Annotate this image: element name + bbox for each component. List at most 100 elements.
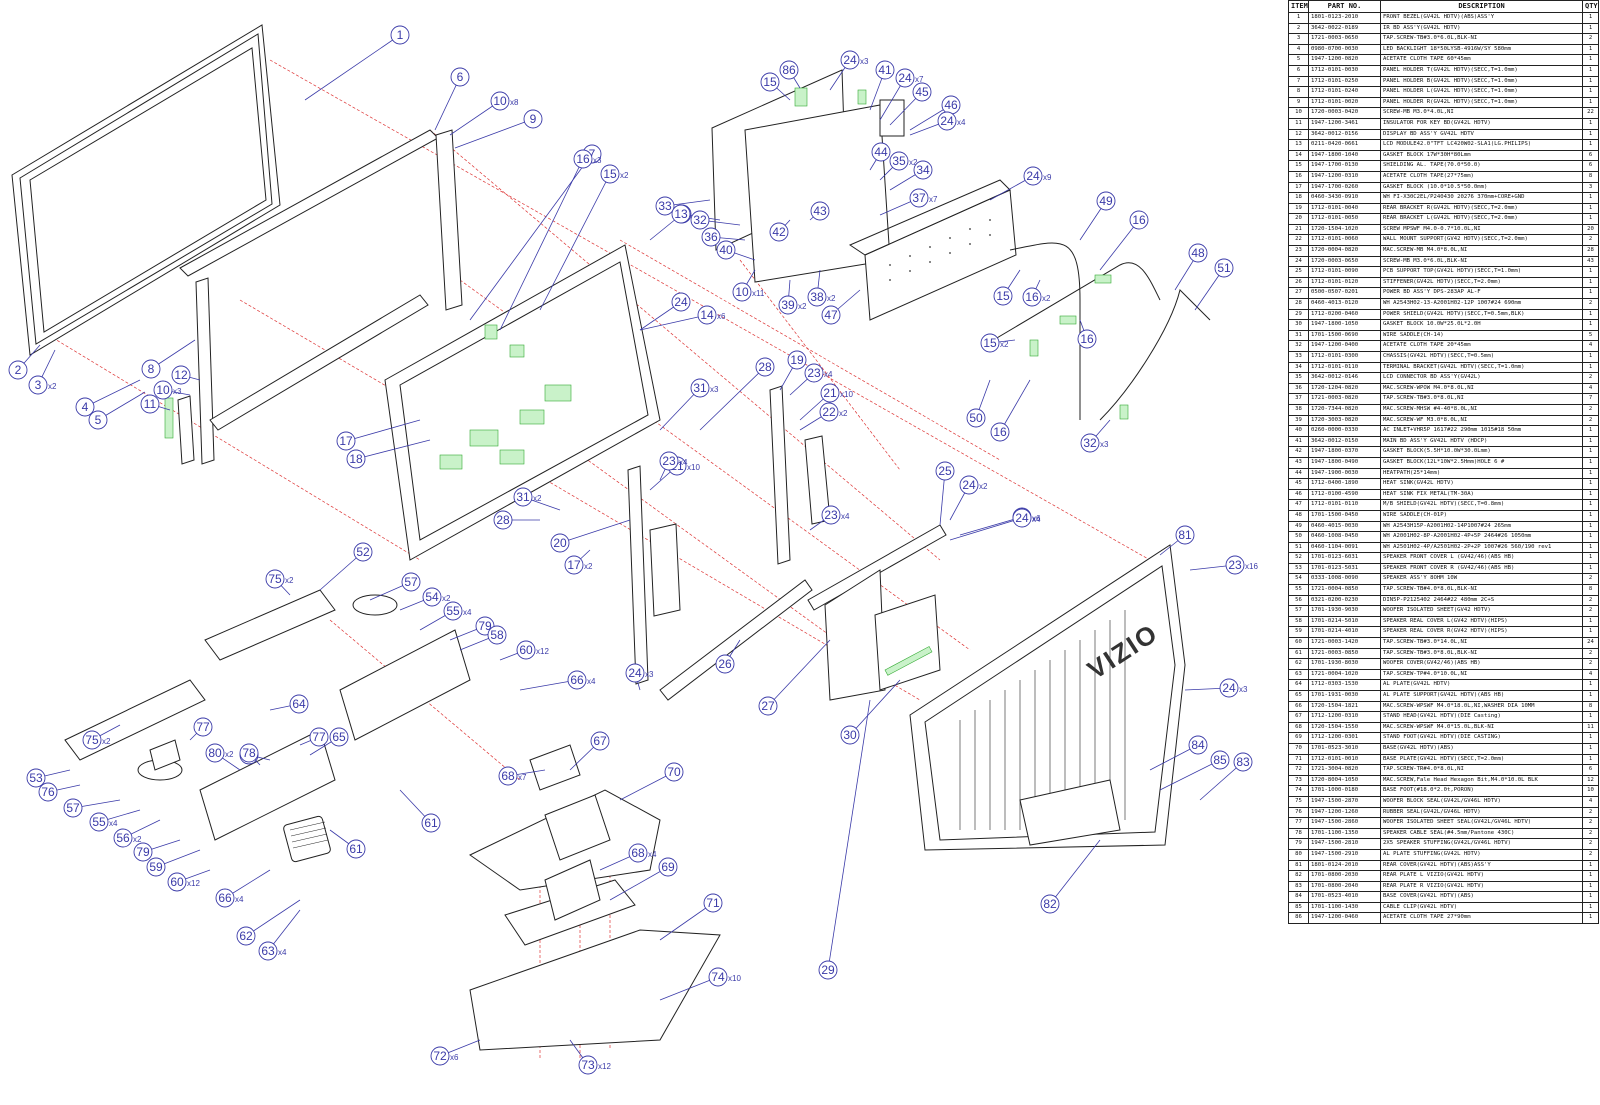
quantity: 4	[1582, 668, 1599, 681]
item-number: 66	[1288, 700, 1309, 713]
item-number: 23	[1288, 245, 1309, 257]
part-number: 1712-0303-1530	[1308, 679, 1381, 691]
part-description: MAC.SCREW-WPOW M4.0*8.0L,NI	[1380, 382, 1583, 395]
callout-multiplier: x3	[173, 387, 182, 396]
callout-circle	[487, 625, 507, 645]
callout-number: 61	[349, 842, 363, 856]
callout-circle	[89, 812, 109, 832]
callout-number: 57	[66, 801, 80, 815]
part-description: PANEL HOLDER R(GV42L HDTV)(SECC,T=1.0mm)	[1380, 96, 1583, 109]
callout-number: 31	[693, 381, 707, 395]
callout-multiplier: x4	[587, 677, 596, 686]
callout-number: 27	[761, 699, 775, 713]
part-description: REAR PLATE L VIZIO(GV42L HDTV)	[1380, 870, 1583, 882]
quantity: 1	[1582, 446, 1599, 458]
callout-bubble-42: 42	[769, 219, 791, 242]
callout-number: 33	[658, 199, 672, 213]
callout-circle	[807, 287, 827, 307]
part-number: 1721-3004-0820	[1308, 764, 1381, 776]
callout-bubble-26: 26	[715, 639, 741, 674]
callout-circle	[133, 842, 153, 862]
callout-multiplier: x2	[442, 594, 451, 603]
item-number: 18	[1288, 192, 1309, 204]
quantity: 2	[1582, 403, 1599, 416]
callout-bubble-47: 47	[821, 289, 861, 325]
woofer-cover-part	[283, 815, 331, 863]
quantity: 1	[1582, 287, 1599, 300]
part-number: 1947-1200-1260	[1308, 806, 1381, 819]
callout-circle	[1175, 525, 1195, 545]
item-number: 21	[1288, 223, 1309, 236]
callout-bubble-15: 15	[993, 269, 1021, 306]
callout-number: 59	[149, 860, 163, 874]
callout-number: 81	[1178, 528, 1192, 542]
callout-circle	[113, 828, 133, 848]
item-number: 79	[1288, 838, 1309, 850]
quantity: 24	[1582, 637, 1599, 649]
callout-bubble-65: 65	[309, 727, 349, 756]
callout-number: 32	[1083, 436, 1097, 450]
part-description: WOOFER ISOLATED SHEET SEAL(GV42L/GV46L H…	[1380, 817, 1583, 829]
callout-number: 40	[719, 243, 733, 257]
callout-multiplier: x10	[687, 463, 700, 472]
callout-bubble-27: 27	[758, 639, 831, 716]
item-number: 28	[1288, 298, 1309, 310]
lcd-module-part	[384, 244, 661, 561]
item-number: 85	[1288, 901, 1309, 914]
callout-number: 75	[85, 733, 99, 747]
callout-multiplier: x6	[717, 312, 726, 321]
quantity: 1	[1582, 192, 1599, 204]
part-description: INSULATOR FOR KEY BD(GV42L HDTV)	[1380, 117, 1583, 130]
callout-number: 79	[136, 845, 150, 859]
callout-circle	[346, 839, 366, 859]
callout-circle	[708, 967, 728, 987]
part-description: WH FI-X30C2EL/P240430 20276 370mm+CORE+G…	[1380, 192, 1583, 204]
callout-multiplier: x12	[598, 1062, 611, 1071]
callout-circle	[732, 282, 752, 302]
callout-bubble-86: 86	[779, 60, 801, 89]
item-number: 8	[1288, 86, 1309, 98]
quantity: 22	[1582, 107, 1599, 119]
item-number: 1	[1288, 12, 1309, 24]
callout-multiplier: x4	[463, 608, 472, 617]
item-number: 63	[1288, 668, 1309, 681]
callout-circle	[1210, 750, 1230, 770]
part-number: 1712-0101-0120	[1308, 276, 1381, 289]
callout-number: 57	[404, 575, 418, 589]
panel-holder-bottom-part	[209, 294, 429, 431]
header-item: ITEM	[1288, 0, 1309, 13]
callout-multiplier: x7	[929, 195, 938, 204]
quantity: 1	[1582, 690, 1599, 702]
part-number: 1721-0003-0650	[1308, 33, 1381, 45]
item-number: 43	[1288, 456, 1309, 469]
callout-number: 24	[940, 114, 954, 128]
callout-number: 64	[292, 697, 306, 711]
item-number: 80	[1288, 848, 1309, 861]
callout-circle	[578, 1055, 598, 1075]
part-number: 0460-4013-0120	[1308, 298, 1381, 310]
item-number: 31	[1288, 329, 1309, 342]
callout-circle	[990, 422, 1010, 442]
callout-number: 79	[478, 619, 492, 633]
part-description: AL PLATE STUFFING(GV42L HDTV)	[1380, 848, 1583, 861]
callout-circle	[655, 196, 675, 216]
callout-leader-line	[304, 34, 401, 101]
callout-bubble-52: 52	[319, 542, 373, 591]
part-description: WH A2501H02-4P/A2501H02-2P+2P 1007#26 56…	[1380, 541, 1583, 554]
quantity: 1	[1582, 351, 1599, 363]
item-number: 78	[1288, 827, 1309, 840]
part-number: 1720-0003-0650	[1308, 255, 1381, 268]
callout-multiplier: x9	[1043, 173, 1052, 182]
